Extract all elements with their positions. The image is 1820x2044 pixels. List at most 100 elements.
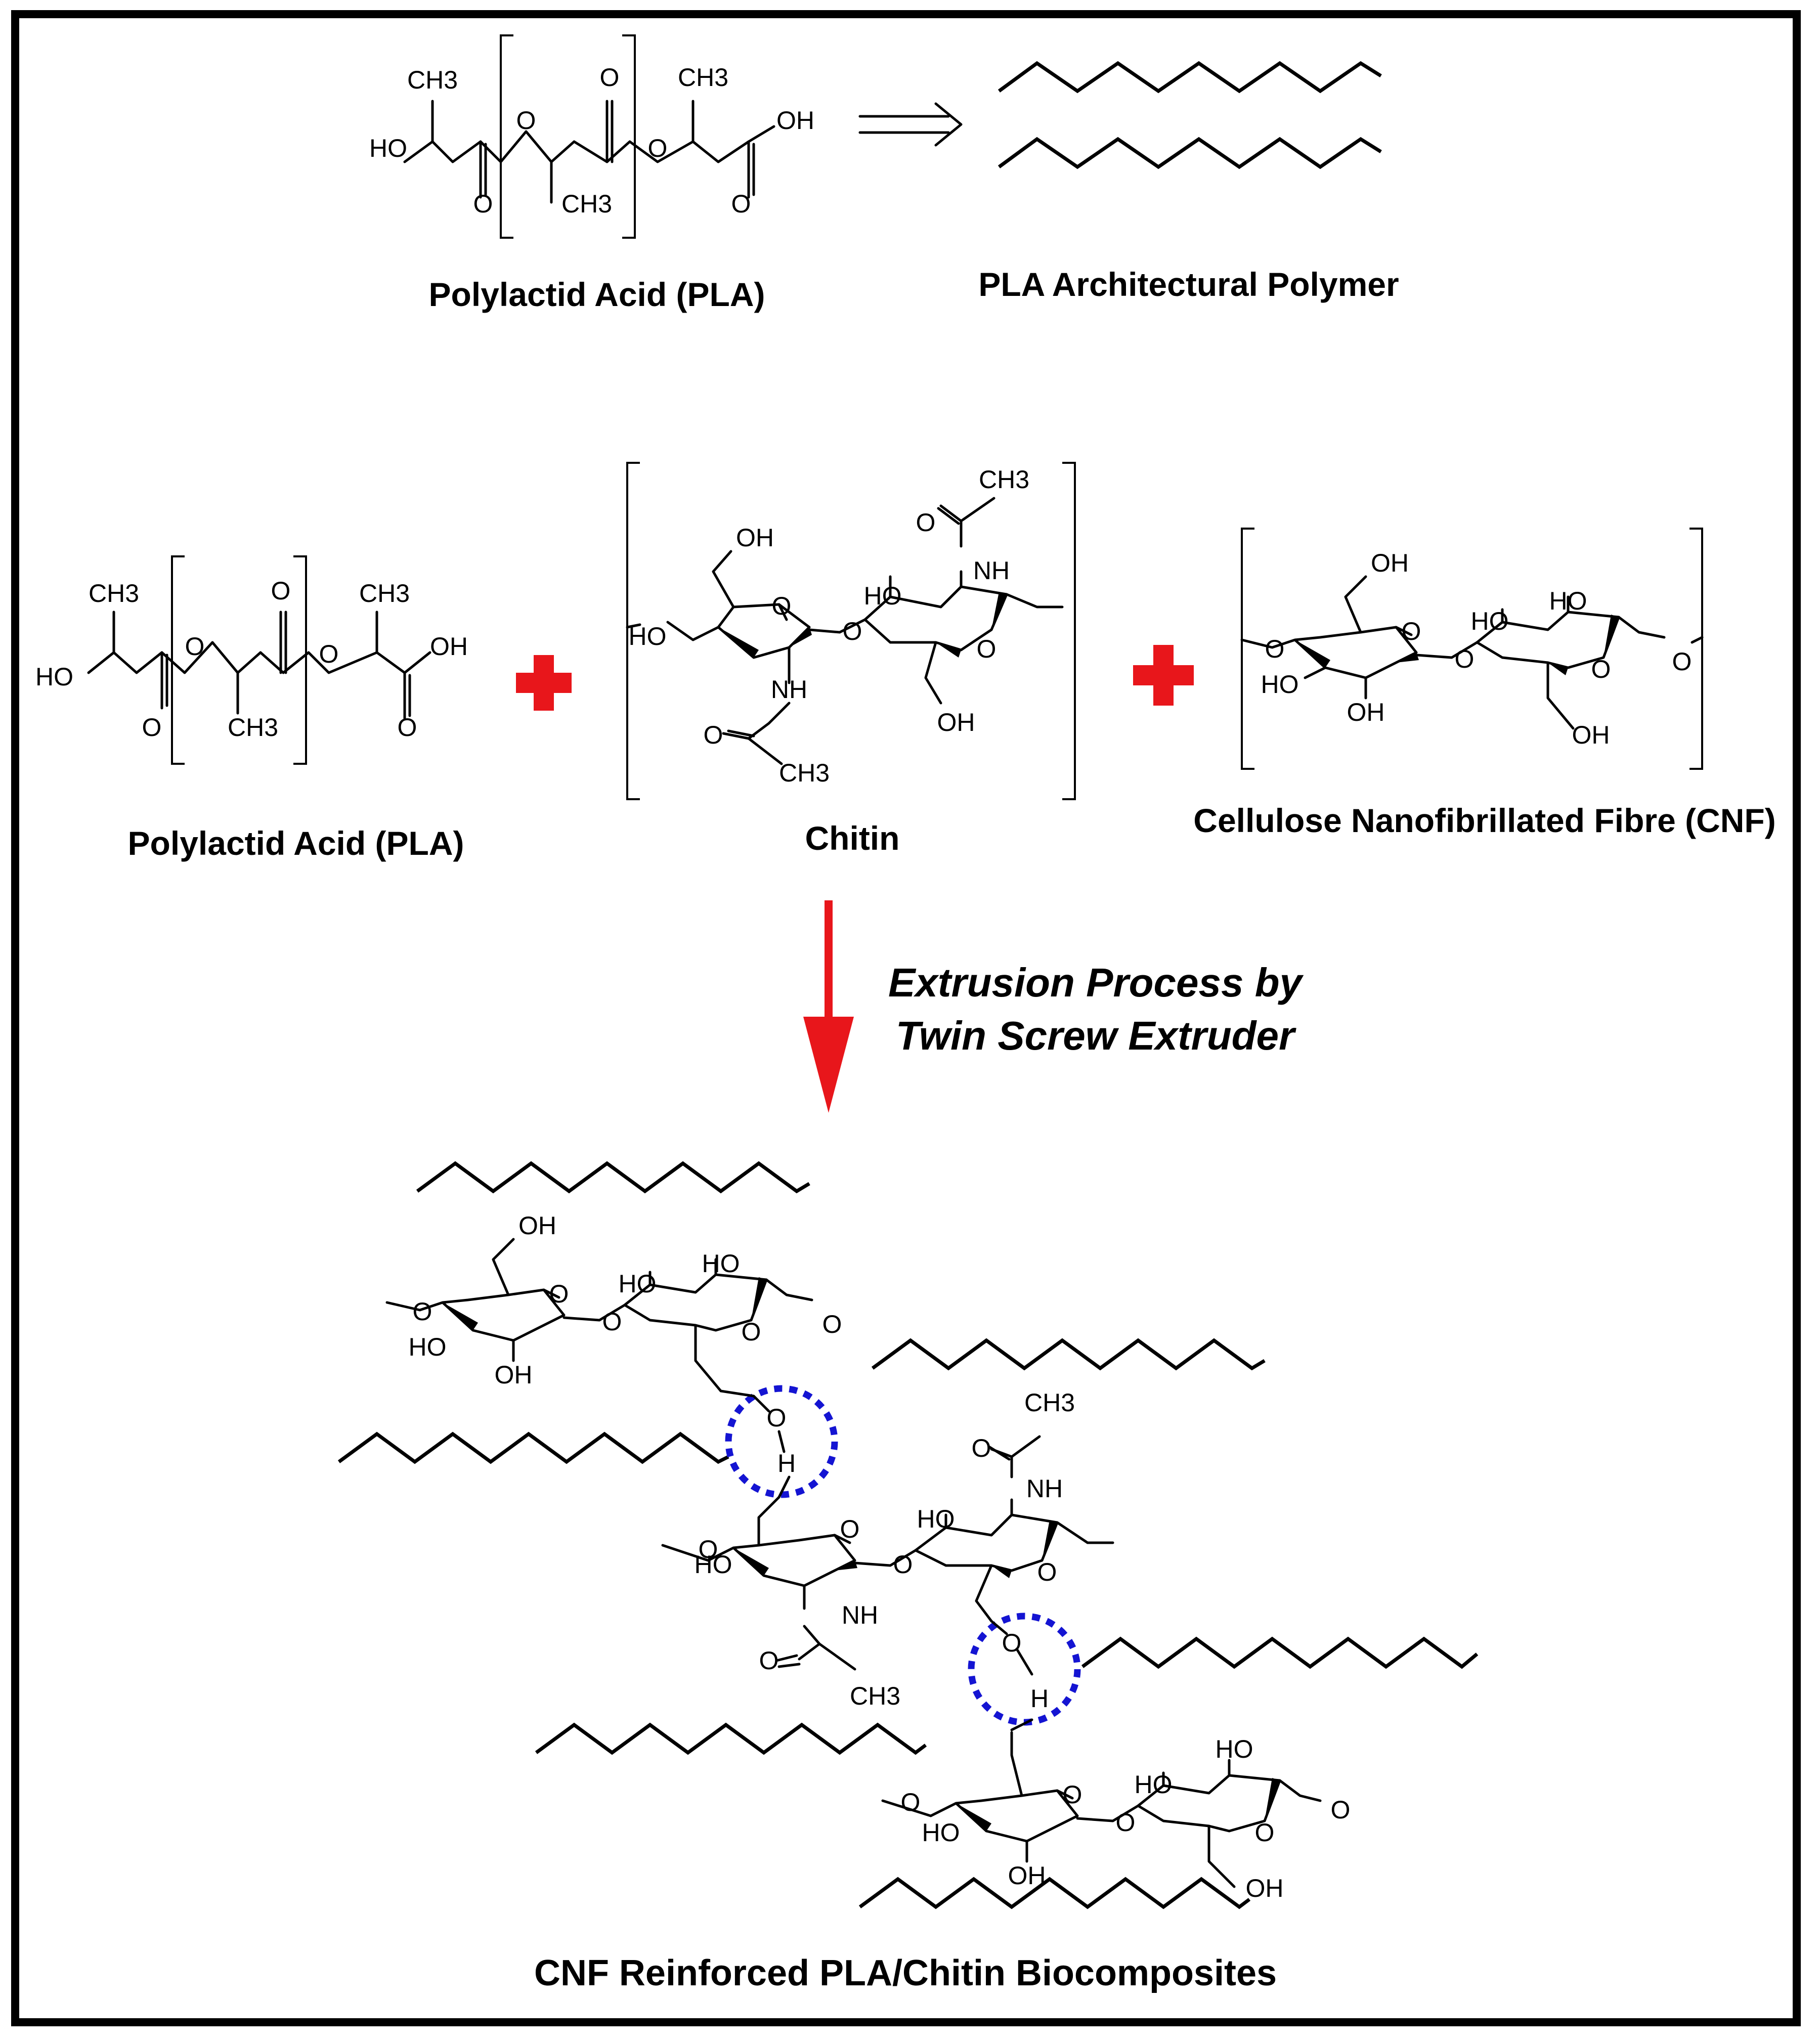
down-arrow-icon [803,900,854,1113]
atom-label: O [516,106,536,135]
atom-label: O [767,1404,787,1432]
atom-label: CH3 [779,759,830,787]
atom-label: O [901,1788,921,1816]
atom-label: O [972,1434,991,1462]
atom-label: O [822,1310,842,1338]
atom-label: OH [736,524,774,552]
atom-label: O [142,713,162,742]
atom-label: O [1331,1796,1351,1824]
atom-label: OH [430,632,468,661]
atom-label: O [704,721,723,749]
atom-label: OH [1246,1874,1284,1902]
atom-label: O [549,1280,569,1308]
atom-label: HO [1135,1770,1173,1799]
atom-label: CH3 [228,713,278,742]
atom-label: CH3 [407,66,458,94]
atom-label: O [840,1515,860,1543]
atom-label: O [759,1646,779,1675]
chitin-unit-composite: O HO O NH O CH3 O HO NH O CH3 O [661,1388,1114,1710]
pla-chains-composite [337,1161,1479,1909]
atom-label: OH [1371,549,1409,577]
atom-label: O [1672,647,1692,676]
atom-label: CH3 [1024,1388,1075,1417]
label-cnf: Cellulose Nanofibrillated Fibre (CNF) [1193,802,1775,839]
label-pla-arch: PLA Architectural Polymer [978,266,1399,303]
label-pla-mid: Polylactid Acid (PLA) [128,824,464,862]
label-final: CNF Reinforced PLA/Chitin Biocomposites [534,1953,1277,1993]
atom-label: O [185,632,205,661]
atom-label: HO [864,582,902,610]
atom-label: O [271,577,291,605]
atom-label: O [1063,1780,1082,1809]
atom-label: CH3 [979,465,1029,494]
hydrogen-bond-1: O H [719,1385,838,1499]
atom-label: OH [1347,698,1385,726]
atom-label: OH [495,1361,533,1389]
atom-label: CH3 [561,190,612,218]
cnf-structure: OH O O HO OH O HO HO O O OH [1240,528,1704,770]
atom-label: O [1402,617,1421,645]
atom-label: HO [369,134,407,162]
atom-label: O [1265,635,1285,663]
pla-structure-top: CH3 HO O O CH3 O O CH3 OH O [369,34,814,239]
atom-label: O [1116,1808,1136,1837]
atom-label: HO [619,1270,657,1298]
atom-label: O [1591,655,1611,683]
label-pla-top: Polylactid Acid (PLA) [429,276,765,313]
atom-label: O [916,508,936,537]
atom-label: O [731,190,751,218]
red-plus-icon [1133,645,1194,706]
cnf-unit-lower: O HO O OH O HO HO O O OH [881,1731,1351,1902]
atom-label: H [1030,1684,1049,1713]
atom-label: O [1037,1558,1057,1586]
atom-label: HO [35,663,73,691]
atom-label: O [742,1318,761,1346]
atom-label: HO [1216,1735,1253,1763]
atom-label: HO [1549,587,1587,615]
atom-label: CH3 [678,63,728,92]
hydrogen-bond-2: O H [968,1613,1081,1731]
chitin-structure: OH O HO NH O CH3 O HO NH O CH3 O OH [626,462,1076,800]
process-line-1: Extrusion Process by [888,960,1304,1005]
atom-label: O [602,1308,622,1336]
atom-label: O [1455,645,1475,673]
atom-label: O [648,134,668,162]
atom-label: O [398,713,417,742]
atom-label: HO [917,1505,955,1533]
label-chitin: Chitin [805,819,900,857]
atom-label: HO [1261,670,1299,699]
atom-label: NH [973,556,1010,585]
atom-label: CH3 [359,579,410,607]
pla-polymer-chains [998,61,1382,169]
atom-label: O [772,592,792,620]
atom-label: CH3 [850,1682,900,1710]
atom-label: O [893,1550,913,1579]
atom-label: OH [518,1211,556,1240]
atom-label: CH3 [89,579,139,607]
atom-label: O [977,635,996,663]
atom-label: OH [776,106,814,135]
atom-label: H [777,1449,796,1477]
red-plus-icon [516,655,572,711]
atom-label: HO [702,1249,740,1278]
atom-label: HO [1471,607,1509,635]
atom-label: NH [1026,1474,1063,1503]
pla-structure-mid: CH3 HO O O CH3 O O CH3 OH O [35,555,468,765]
atom-label: O [1002,1629,1022,1657]
process-line-2: Twin Screw Extruder [896,1013,1296,1058]
atom-label: O [319,640,339,668]
atom-label: HO [629,622,667,650]
atom-label: O [843,617,862,645]
atom-label: OH [937,708,975,736]
atom-label: O [413,1297,432,1326]
double-arrow-icon [858,102,963,147]
atom-label: O [600,63,620,92]
cnf-unit-upper: OH O O HO OH O HO HO O O [385,1211,842,1393]
outer-border [11,10,1801,2026]
atom-label: OH [1008,1861,1046,1890]
atom-label: HO [695,1550,732,1579]
atom-label: O [1255,1818,1275,1847]
atom-label: HO [409,1333,447,1361]
atom-label: NH [842,1601,878,1629]
